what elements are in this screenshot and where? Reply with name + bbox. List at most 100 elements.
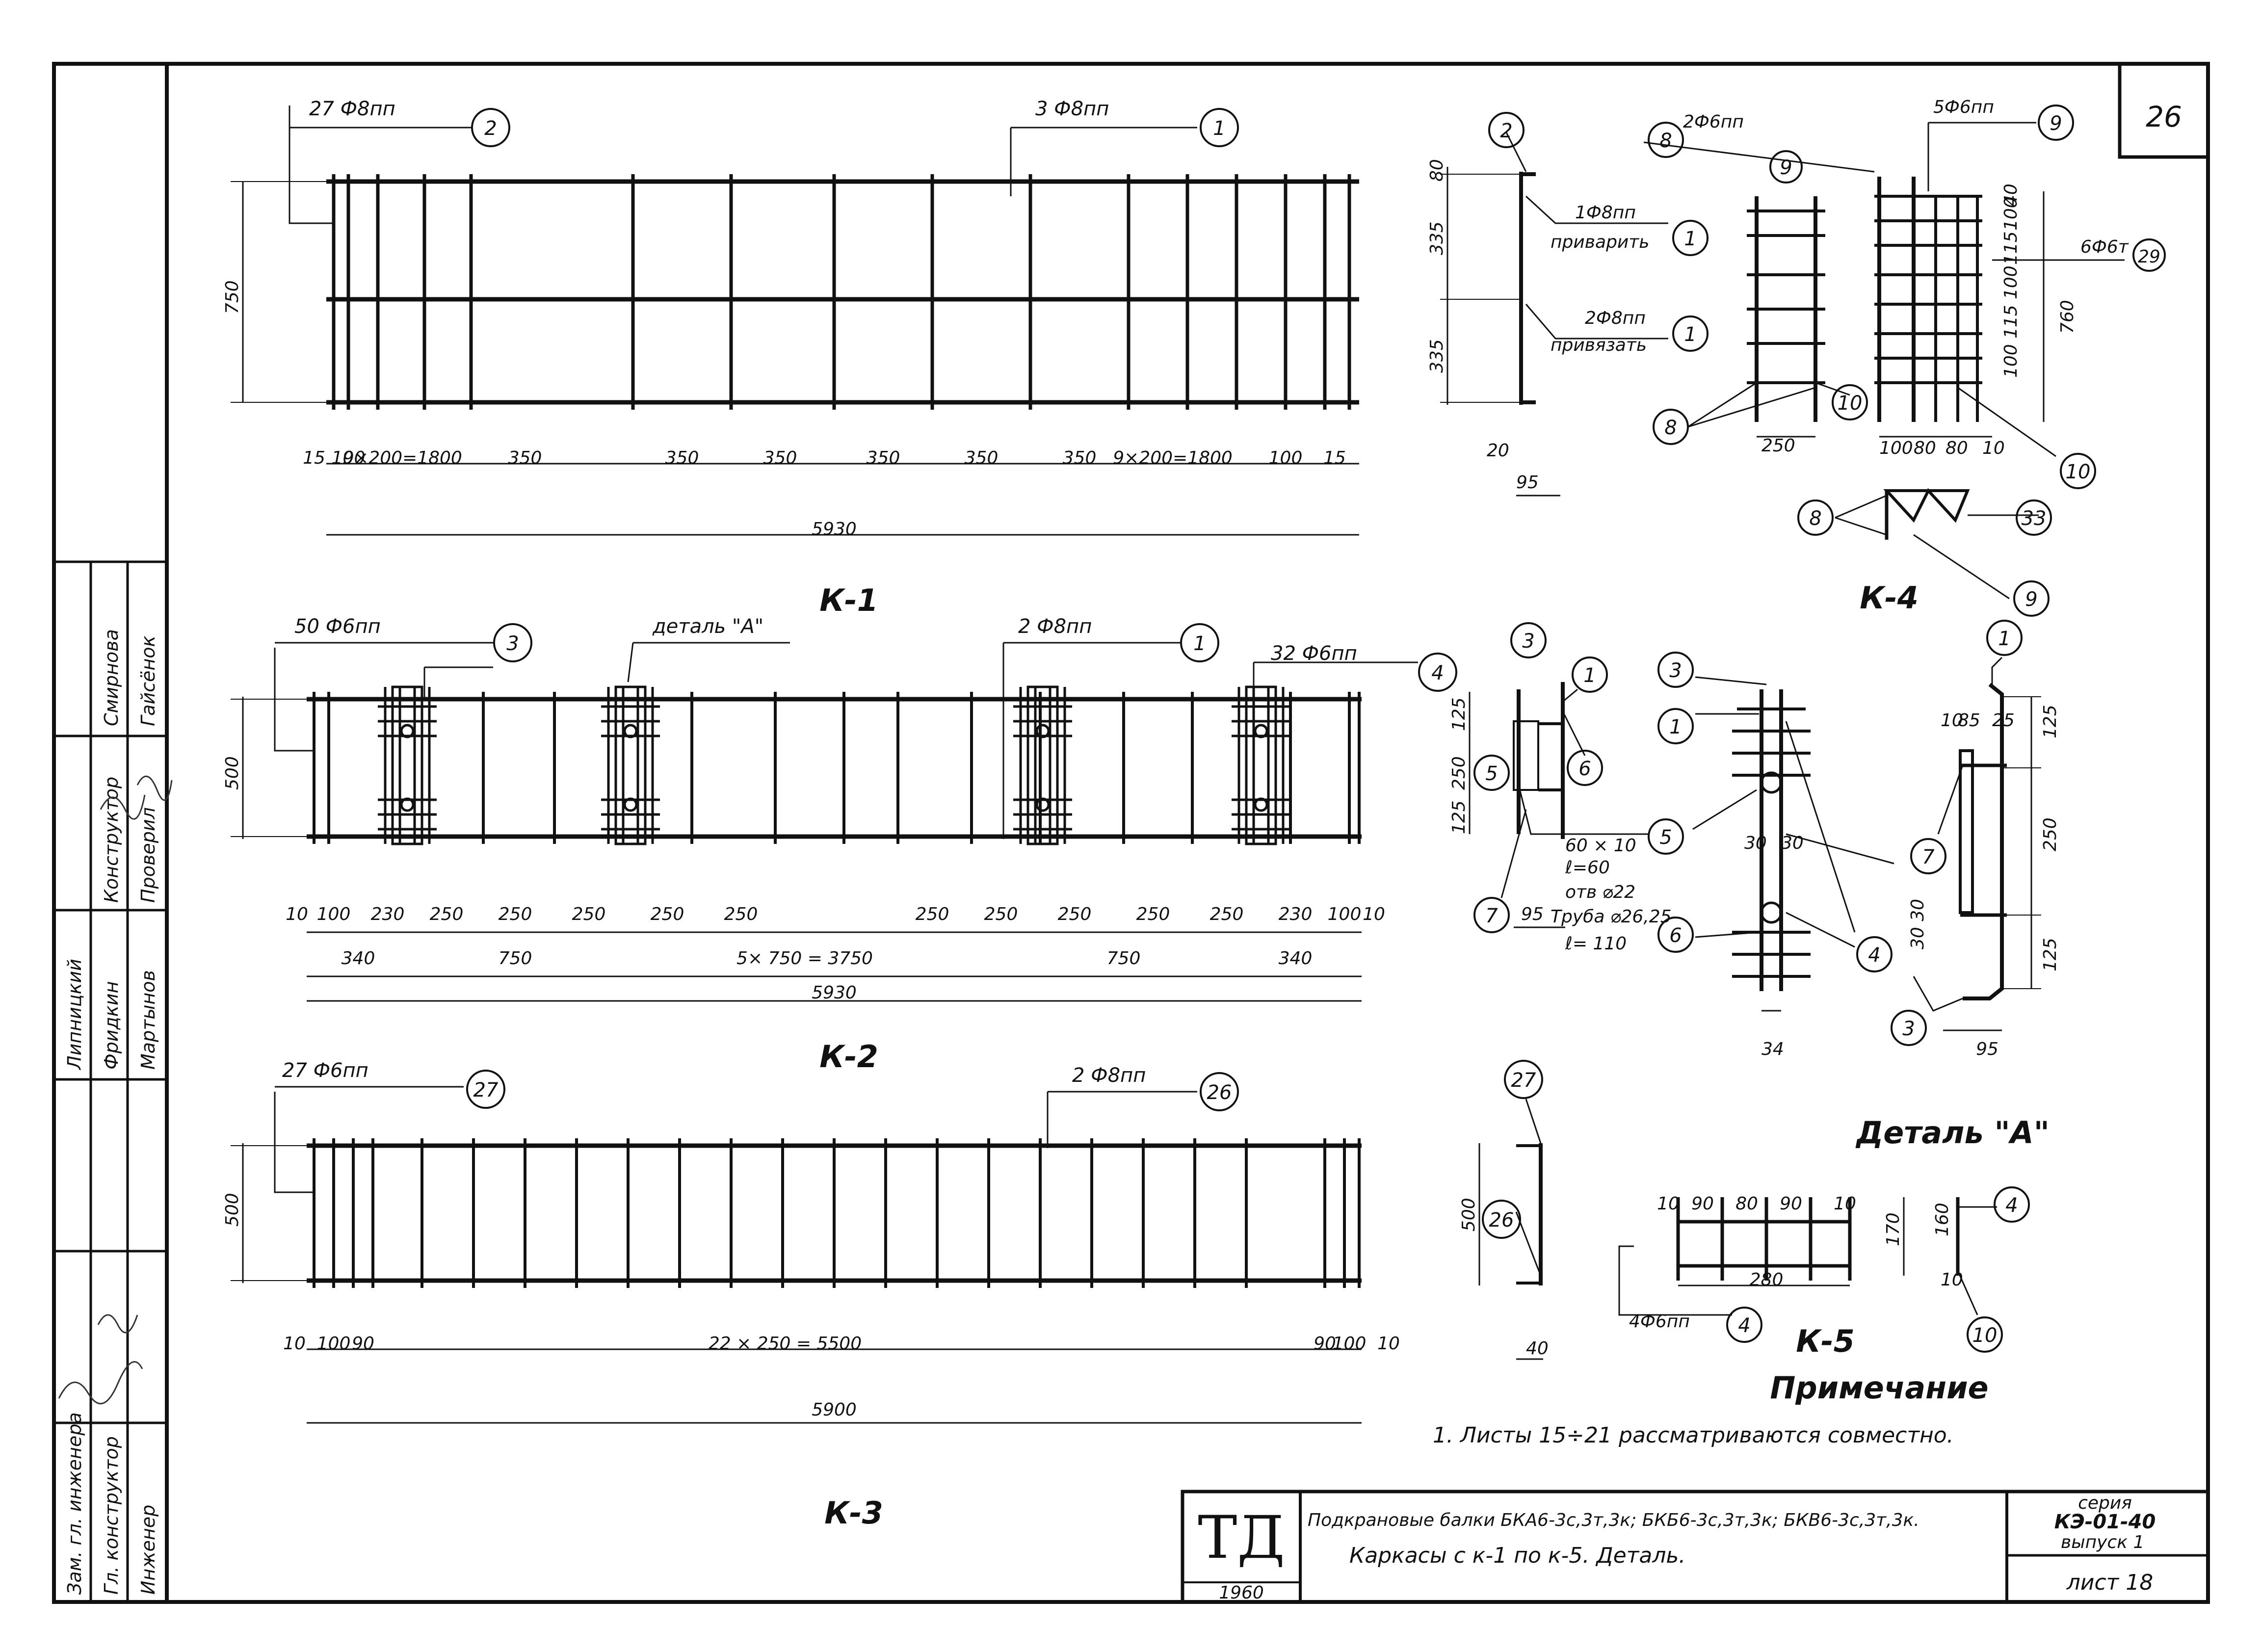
dimension-label: 100 <box>1333 1334 1367 1354</box>
da-d125a: 125 <box>2040 705 2060 738</box>
k2-n3: 3 <box>506 632 519 655</box>
detail-a-caption: Деталь "А" <box>1855 1115 2050 1151</box>
k3s-marker-27 <box>1504 1060 1543 1099</box>
dimension-label: 250 <box>572 904 606 924</box>
dimension-label: 350 <box>965 448 999 468</box>
k1-num-left: 2 <box>484 117 497 140</box>
detail-a-markers <box>1657 652 1893 972</box>
k3-num-right: 26 <box>1207 1081 1232 1104</box>
k3s-d500: 500 <box>1459 1198 1479 1232</box>
da-d3030: 30 30 <box>1908 899 1928 949</box>
sig-name-3: Конструктор <box>101 777 122 903</box>
dimension-label: 230 <box>371 904 405 924</box>
da-d30a: 30 <box>1744 833 1767 853</box>
sig-role-4: Липницкий <box>64 959 85 1071</box>
k2-n4: 4 <box>1431 662 1444 684</box>
detail-a-side <box>1913 656 2041 1031</box>
series-label: серия <box>2078 1493 2132 1513</box>
k4-n9c: 9 <box>2025 588 2037 611</box>
k2-n1: 1 <box>1193 632 1206 655</box>
da-n1: 1 <box>1669 716 1682 738</box>
k5-n4: 4 <box>1738 1314 1750 1337</box>
k4-n33: 33 <box>2022 507 2047 530</box>
k1-total: 5930 <box>812 519 857 539</box>
k1s-c2: 2Ф8пп <box>1585 308 1646 328</box>
sig-name-4: Проверил <box>137 807 159 903</box>
k3-callout-right: 2 Ф8пп <box>1072 1064 1146 1087</box>
k2-callout-detail: деталь "А" <box>652 615 763 638</box>
k4-d100: 100 <box>1879 438 1913 458</box>
k1-caption: К-1 <box>819 582 878 618</box>
dimension-label: 15 <box>1323 448 1346 468</box>
k1s-c1: 1Ф8пп <box>1575 203 1636 223</box>
dimension-label: 250 <box>499 904 532 924</box>
stamp-year: 1960 <box>1219 1583 1264 1603</box>
k4-n9b: 9 <box>1780 157 1792 179</box>
dimension-label: 250 <box>1058 904 1092 924</box>
k4-vdim: 100 <box>2001 344 2021 378</box>
k3-num-left: 27 <box>473 1079 499 1101</box>
k1-frame <box>231 105 1359 536</box>
dimension-label: 10 <box>283 1334 306 1354</box>
da-n3: 3 <box>1669 659 1682 682</box>
k1s-marker-1b <box>1672 315 1709 352</box>
k2-callout-4: 32 Ф6пп <box>1271 642 1357 665</box>
k2s-n5: 5 <box>1485 762 1498 785</box>
dimension-label: 5× 750 = 3750 <box>736 948 873 969</box>
dimension-label: 250 <box>984 904 1018 924</box>
k2s-p5a: 60 × 10 <box>1565 836 1636 856</box>
da-d250: 250 <box>2040 817 2060 851</box>
dimension-label: 15 <box>303 448 325 468</box>
k3-frame <box>231 1086 1362 1424</box>
k2-detail-hole <box>623 724 638 738</box>
k4-n10b: 10 <box>2066 461 2091 483</box>
k2s-n1: 1 <box>1583 664 1596 687</box>
series-code: КЭ-01-40 <box>2054 1511 2156 1533</box>
title-line-2: Каркасы с к-1 по к-5. Деталь. <box>1349 1543 1685 1568</box>
dimension-label: 230 <box>1279 904 1313 924</box>
k4-c9: 5Ф6пп <box>1933 97 1994 117</box>
k4-d250: 250 <box>1761 436 1795 456</box>
da-d95: 95 <box>1976 1039 1998 1059</box>
k4-d80a: 80 <box>1914 438 1936 458</box>
k1-marker-2 <box>471 108 510 147</box>
handwritten-signatures <box>58 775 173 1405</box>
dimension-label: 340 <box>1279 948 1313 969</box>
k5-marker-4 <box>1726 1307 1762 1343</box>
k5-d10: 10 <box>1941 1270 1963 1290</box>
k2-detail-hole <box>1254 797 1268 812</box>
k2s-marker-5 <box>1648 818 1684 855</box>
k2s-n7: 7 <box>1485 905 1498 927</box>
k1s-marker-1a <box>1672 220 1709 256</box>
k2s-p5c: отв ⌀22 <box>1565 882 1635 902</box>
k2-section <box>1469 682 1649 928</box>
da-n7: 7 <box>1922 846 1935 868</box>
dimension-label: 350 <box>867 448 900 468</box>
k2-marker-3 <box>493 623 532 662</box>
k2-detail-hole <box>1035 724 1050 738</box>
k2s-d250: 250 <box>1449 756 1469 790</box>
k2-height: 500 <box>222 756 242 790</box>
k1-callout-left: 27 Ф8пп <box>309 98 395 120</box>
k4-c29: 6Ф6т <box>2080 237 2129 257</box>
da-n6: 6 <box>1669 924 1682 947</box>
k3s-n27: 27 <box>1511 1069 1536 1092</box>
k5-marker-10 <box>1967 1316 2003 1353</box>
k2-marker-4 <box>1418 653 1457 692</box>
k5-d160: 160 <box>1932 1203 1952 1236</box>
dimension-label: 80 <box>1735 1194 1758 1214</box>
k4-n29: 29 <box>2138 247 2160 267</box>
k2-detail-hole <box>623 797 638 812</box>
k2-callout-3: 50 Ф6пп <box>294 615 381 638</box>
dimension-label: 250 <box>724 904 758 924</box>
page-number: лист 18 <box>2066 1570 2154 1595</box>
k4-d10: 10 <box>1982 438 2005 458</box>
k3s-d40: 40 <box>1526 1338 1549 1359</box>
k2-detail-cage <box>391 685 423 845</box>
sheet-frame <box>52 62 2210 1604</box>
k3s-n26: 26 <box>1489 1209 1514 1232</box>
sig-role-5: Фридкин <box>101 981 122 1070</box>
